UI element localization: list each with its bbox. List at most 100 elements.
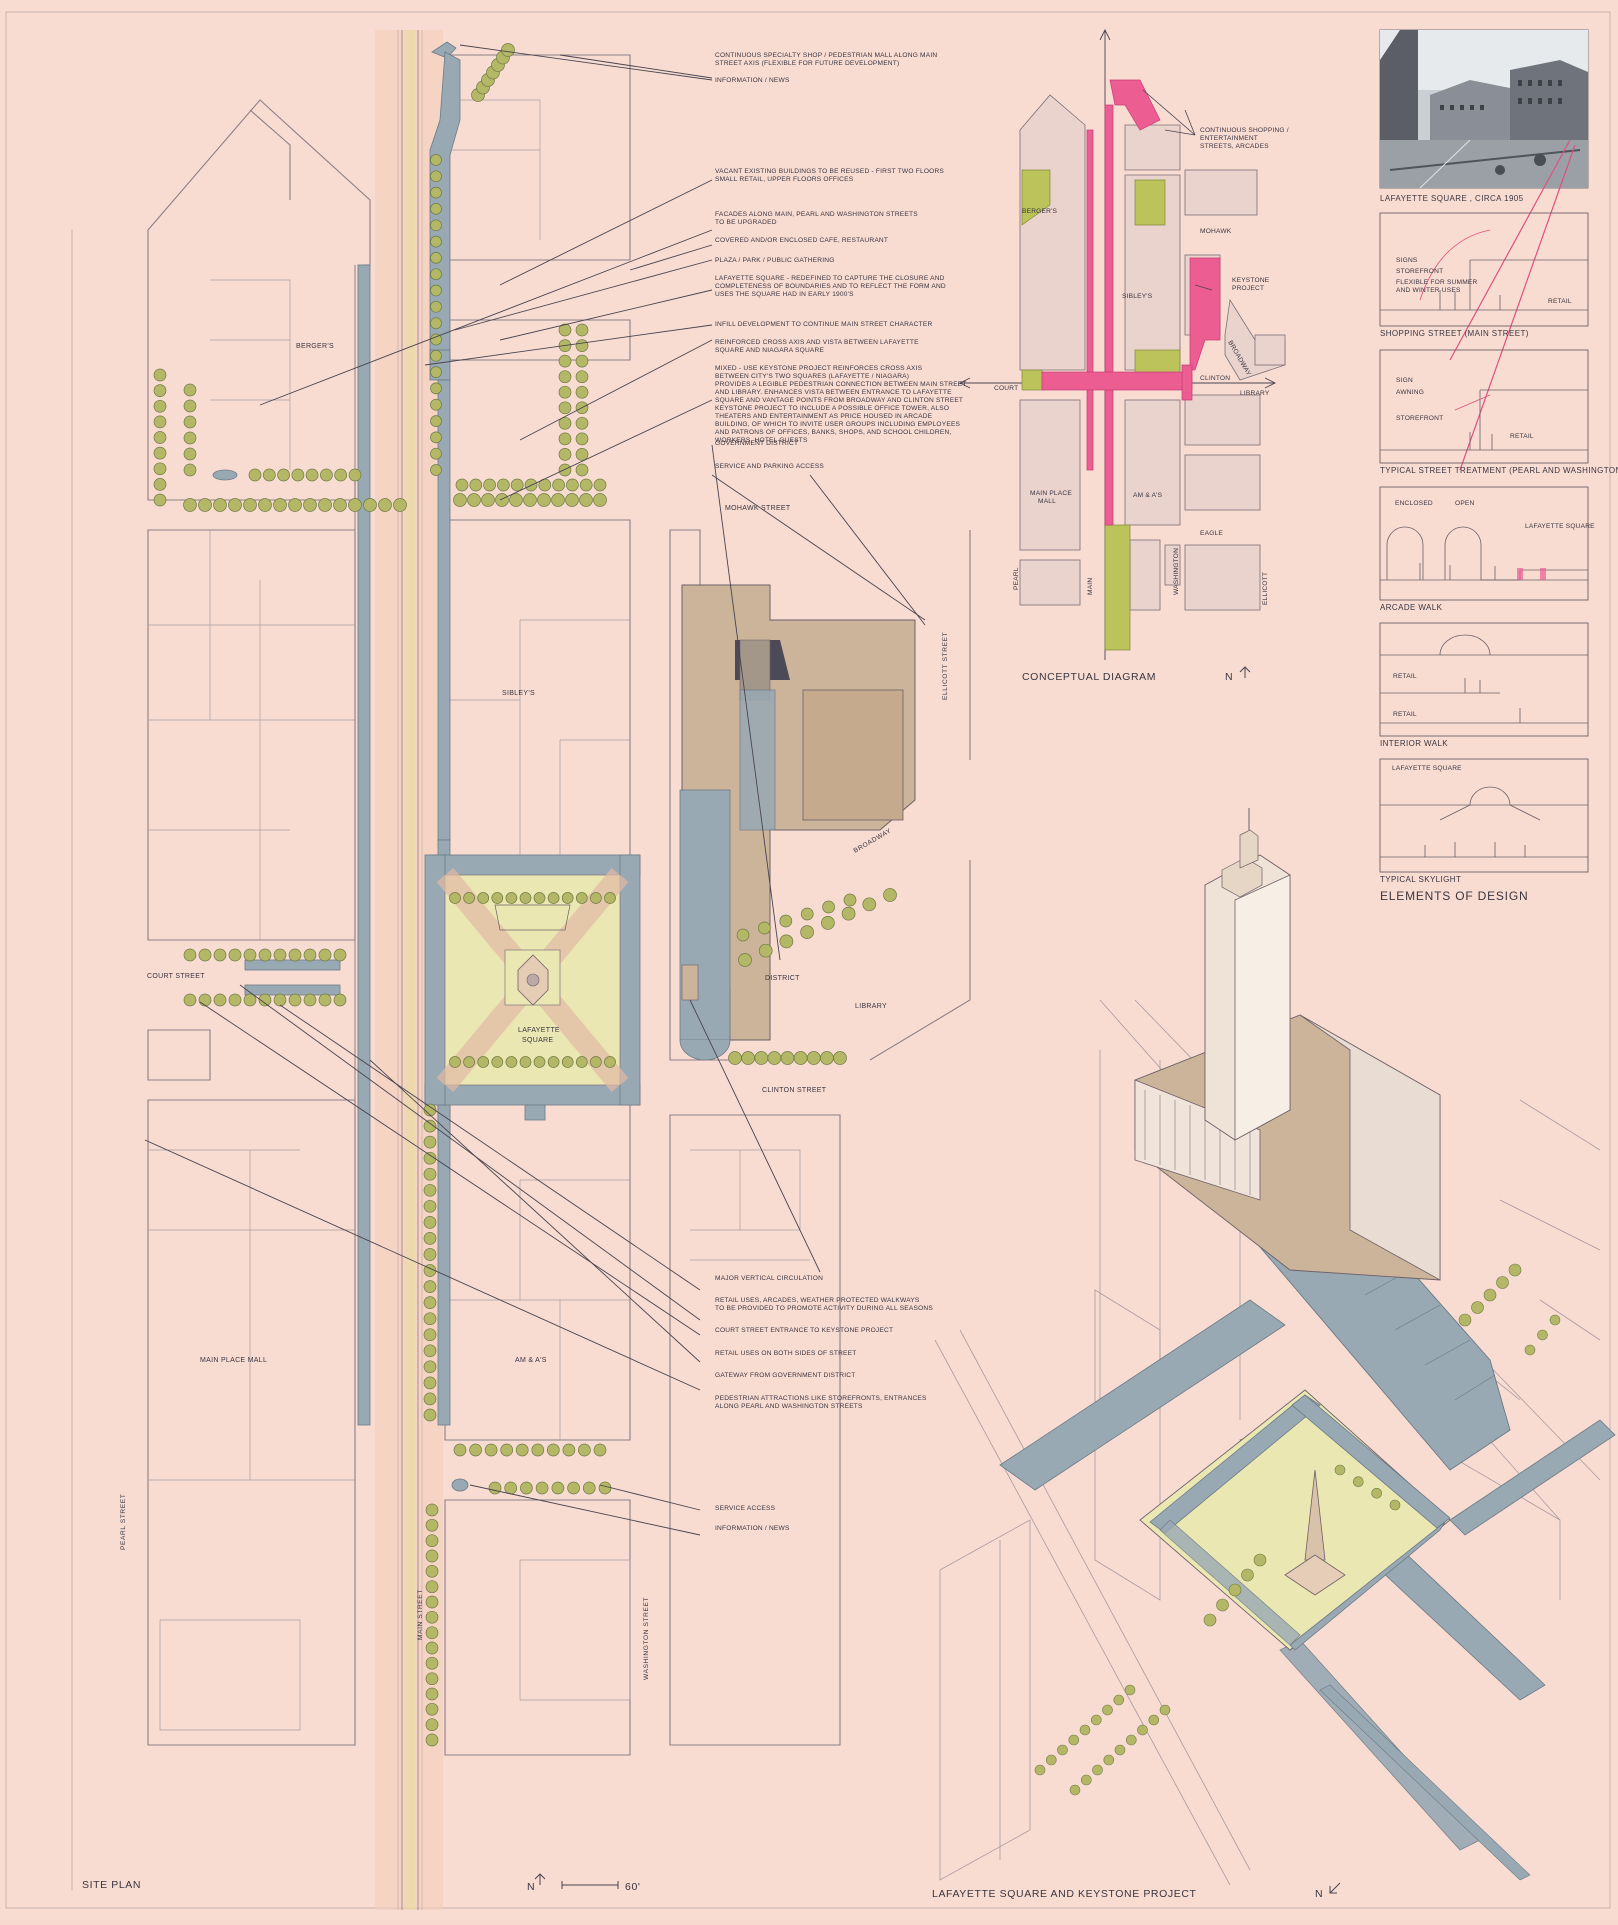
- tree: [153, 493, 167, 507]
- tree: [575, 1056, 588, 1068]
- tree: [423, 1216, 437, 1229]
- notes-top-10-line-0: GOVERNMENT DISTRICT: [715, 440, 798, 447]
- tree: [213, 993, 227, 1007]
- notes-top-9-line-7: BUILDING, OF WHICH TO INVITE USER GROUPS…: [715, 421, 961, 428]
- tree: [738, 953, 752, 967]
- tree: [547, 892, 560, 904]
- tree: [303, 948, 317, 962]
- tree: [822, 900, 835, 914]
- tree: [430, 300, 442, 313]
- tree: [303, 993, 317, 1007]
- shopping-tag-winter: AND WINTER USES: [1396, 287, 1461, 294]
- sheet-border: [5, 11, 1611, 1909]
- tree: [1159, 1704, 1171, 1716]
- tree: [425, 1641, 439, 1655]
- tree: [575, 323, 589, 337]
- notes-top-6-line-1: COMPLETENESS OF BOUNDARIES AND TO REFLEC…: [715, 283, 946, 290]
- tree: [575, 448, 589, 461]
- tree: [558, 385, 572, 399]
- typical-tag-sign: SIGN: [1396, 377, 1413, 384]
- tree: [425, 1626, 439, 1640]
- tree: [736, 928, 750, 942]
- concept-mohawk: MOHAWK: [1200, 228, 1232, 235]
- tree: [348, 498, 362, 512]
- notes-top-9-line-1: BETWEEN CITY'S TWO SQUARES (LAFAYETTE / …: [715, 373, 909, 380]
- notes-top-9-line-5: KEYSTONE PROJECT TO INCLUDE A POSSIBLE O…: [715, 405, 949, 412]
- tree: [425, 1733, 439, 1747]
- tree: [153, 415, 167, 429]
- tree: [425, 1718, 439, 1732]
- tree: [423, 1280, 437, 1293]
- tree: [258, 498, 272, 512]
- tree: [463, 1056, 475, 1068]
- tree: [423, 1151, 437, 1165]
- tree: [425, 1687, 439, 1701]
- tree: [430, 464, 442, 476]
- tree: [430, 235, 442, 248]
- tree: [153, 478, 167, 491]
- notes-top-2-line-1: SMALL RETAIL, UPPER FLOORS OFFICES: [715, 176, 854, 183]
- tree: [754, 1051, 769, 1065]
- tree: [430, 186, 442, 199]
- arcade-tag-enclosed: ENCLOSED: [1395, 500, 1433, 507]
- tree: [500, 1443, 514, 1457]
- skylight-tag-lafayette: LAFAYETTE SQUARE: [1392, 765, 1462, 772]
- tree: [1524, 1344, 1536, 1356]
- elements-of-design: LAFAYETTE SQUARE , CIRCA 1905 SIGNS STOR…: [1379, 29, 1618, 903]
- lafayette-square-plaza: [436, 867, 629, 1093]
- arcade-tag-open: OPEN: [1455, 500, 1475, 507]
- notes-top-6-line-2: USES THE SQUARE HAD IN EARLY 1900'S: [715, 291, 854, 298]
- tree: [800, 925, 814, 939]
- tree: [806, 1051, 821, 1065]
- leader-lines: [144, 44, 926, 1536]
- tree: [213, 498, 227, 512]
- tree: [793, 1051, 808, 1065]
- label-sibleys: SIBLEY'S: [502, 690, 535, 697]
- tree: [1034, 1764, 1046, 1776]
- tree: [430, 154, 442, 166]
- tree: [423, 1119, 437, 1133]
- label-broadway: BROADWAY: [853, 827, 893, 854]
- concept-north-arrow-icon: [1239, 666, 1251, 678]
- tree: [273, 948, 287, 962]
- site-plan-trees: [153, 43, 897, 1747]
- tree: [469, 478, 483, 492]
- tree: [582, 1481, 596, 1495]
- tree: [575, 354, 589, 368]
- notes-bottom-1-line-1: TO BE PROVIDED TO PROMOTE ACTIVITY DURIN…: [715, 1305, 933, 1312]
- colonnades: [212, 41, 641, 1492]
- tree: [1483, 1288, 1497, 1302]
- historic-photo: [1379, 29, 1589, 189]
- tree: [425, 1518, 439, 1532]
- tree: [455, 478, 469, 492]
- tree: [1241, 1568, 1254, 1582]
- tree: [519, 1056, 532, 1068]
- notes-top-9-line-8: AND PATRONS OF OFFICES, BANKS, SHOPS, AN…: [715, 429, 951, 436]
- tree: [183, 447, 197, 461]
- tree: [1046, 1754, 1057, 1766]
- tree: [449, 892, 461, 904]
- concept-ellicott: ELLICOTT: [1262, 572, 1269, 605]
- tree: [1216, 1598, 1229, 1612]
- tree: [779, 934, 794, 949]
- tree: [1124, 1684, 1136, 1696]
- tree: [497, 478, 510, 492]
- design-panels: [1379, 212, 1589, 873]
- tree: [779, 914, 793, 928]
- tree: [558, 354, 572, 368]
- tree: [510, 478, 524, 492]
- concept-main-place-1: MAIN PLACE: [1030, 490, 1072, 497]
- notes-bottom-0-line-0: MAJOR VERTICAL CIRCULATION: [715, 1275, 823, 1282]
- tree: [198, 498, 212, 512]
- tree: [488, 1481, 502, 1495]
- tree: [423, 1296, 437, 1309]
- tree: [1102, 1704, 1113, 1716]
- notes-bottom-6-line-0: SERVICE ACCESS: [715, 1505, 776, 1512]
- interior-tag-retail-1: RETAIL: [1393, 673, 1417, 680]
- tree: [288, 948, 302, 962]
- tree: [198, 993, 212, 1007]
- tree: [575, 339, 589, 352]
- tree: [430, 252, 442, 264]
- tree: [423, 1392, 437, 1406]
- tree: [590, 892, 602, 904]
